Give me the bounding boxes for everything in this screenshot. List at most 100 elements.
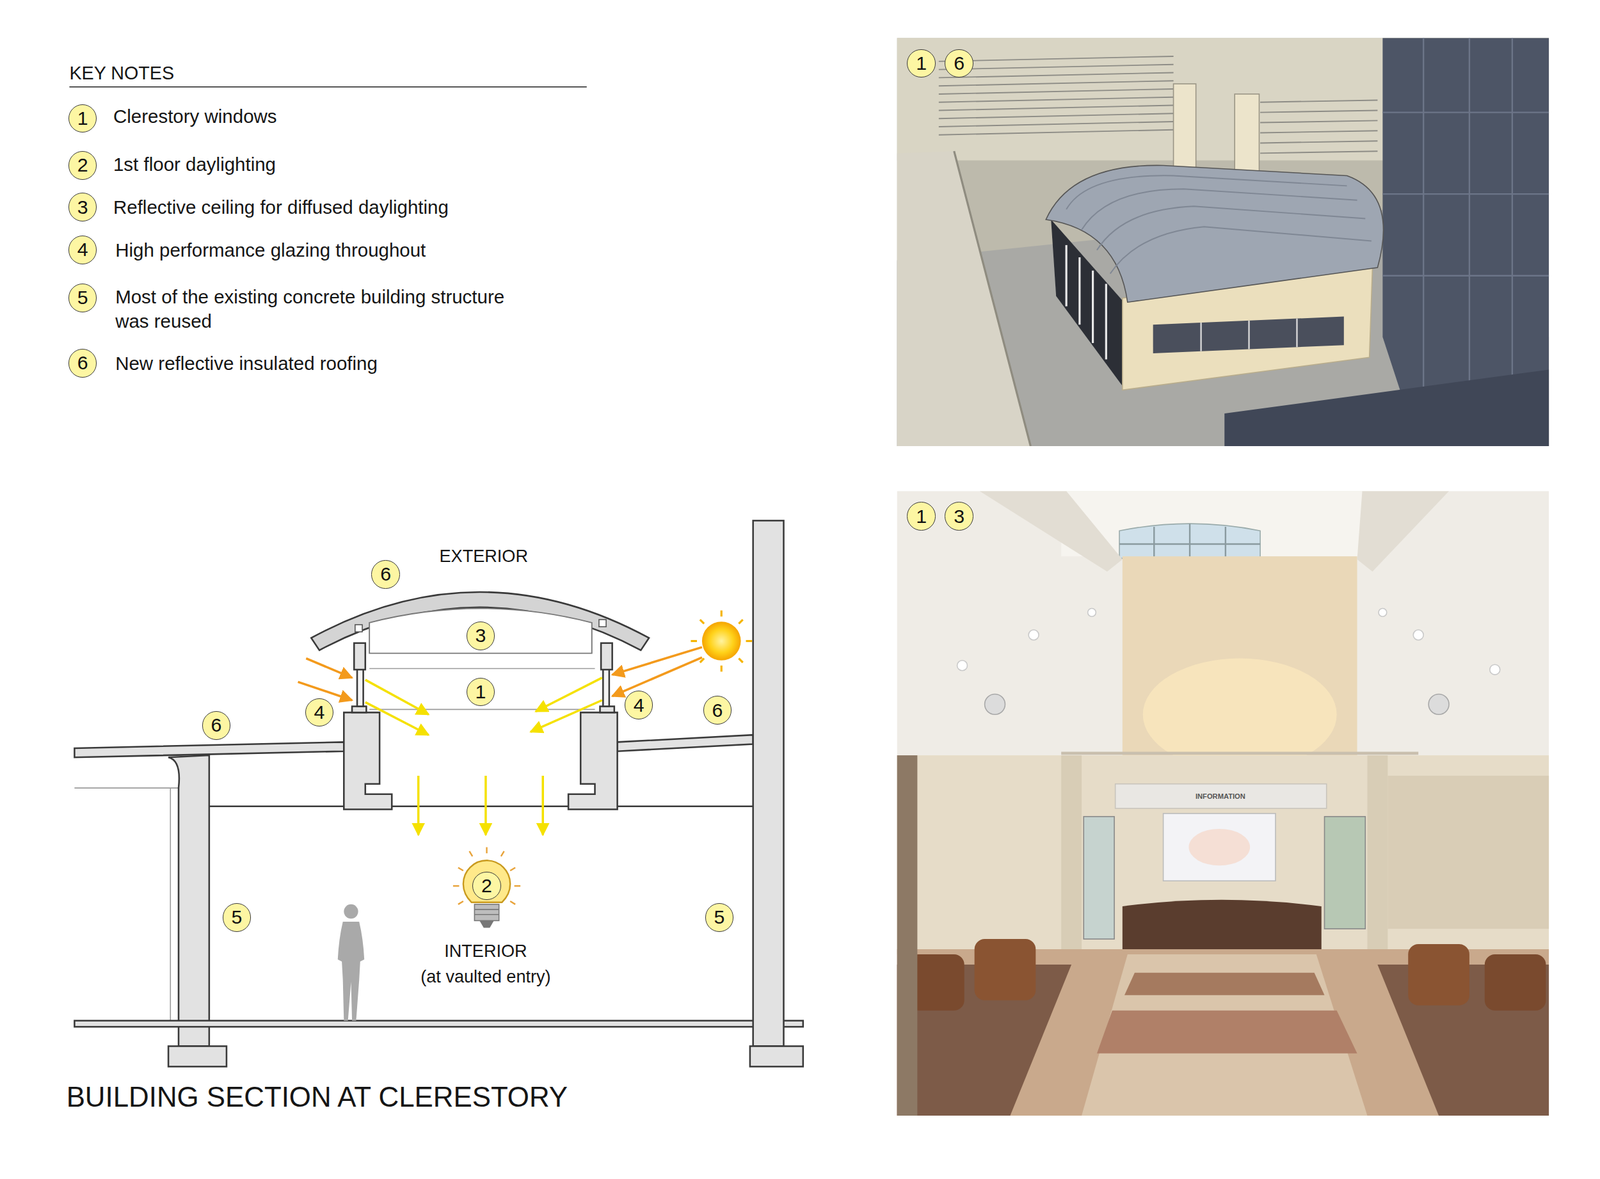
callout-number: 1 [475,682,487,702]
daylight-arrows [298,647,703,835]
callout-number: 4 [314,702,326,722]
louvers [938,129,1174,136]
curtain-wall-grid [1422,37,1424,447]
callout-circle: 2 [68,151,98,180]
callout-number: 2 [481,876,493,896]
callout-circle: 6 [68,348,98,378]
light-bulb [458,867,464,871]
building-section [168,1045,227,1067]
downlights [957,660,968,671]
sun [738,658,743,663]
daylight-arrows [417,775,420,835]
sun [720,610,723,617]
sun [700,619,704,624]
building-section [369,709,595,711]
roof-rendering [896,37,1549,447]
lobby-photo [1096,1010,1358,1054]
building-section [74,1020,803,1028]
building-section [209,805,754,808]
callout-circle: 3 [68,192,98,222]
callout-circle: 6 [371,560,400,589]
building-section [600,643,613,670]
louvers [1260,130,1378,133]
callout-circle: 6 [703,695,733,725]
light-bulb [469,851,473,857]
louvers [938,72,1174,78]
callout-circle: 5 [222,903,252,932]
mullions [1153,526,1155,559]
mullions [1189,523,1191,559]
building-section [568,712,618,809]
roof-seams [1081,188,1357,230]
building-section [753,520,784,1046]
key-note-text: High performance glazing throughout [115,237,426,262]
lobby-photo [979,490,1123,572]
callout-number: 1 [915,53,927,73]
slats [1065,245,1068,307]
callout-number: 2 [77,155,89,175]
curtain-wall-grid [1382,111,1549,113]
sun [690,610,752,672]
light-bulb [453,885,460,887]
louvers [938,113,1174,119]
downlights [1378,608,1387,617]
callout-number: 6 [711,700,723,720]
heading-rule [69,86,587,88]
callout-circle: 4 [624,690,654,720]
callout-number: 4 [633,695,645,715]
annotation: INFORMATION [1195,791,1246,801]
louvers [938,56,1174,62]
lobby-photo [1188,828,1250,866]
light-bulb [453,847,521,905]
lobby-photo [1122,899,1322,955]
downlights [1413,629,1424,640]
key-note-text: New reflective insulated roofing [115,350,378,376]
lobby-photo [1061,752,1419,756]
lobby-photo [1484,954,1547,1011]
callout-number: 5 [231,907,242,927]
light-bulb [458,901,464,905]
louvers [938,121,1174,127]
lobby-photo [1408,944,1470,1006]
callout-circle: 4 [68,235,98,265]
lobby-photo [896,490,1549,1116]
callout-circle: 1 [906,49,936,79]
curtain-wall-grid [1382,193,1549,195]
sun [745,640,752,642]
lobby-photo [896,490,1549,1116]
callout-number: 3 [77,197,89,217]
callout-number: 5 [714,907,726,927]
roof-rendering [896,151,1031,447]
daylight-arrows [298,681,353,701]
callout-number: 4 [77,240,89,260]
downlights [957,608,1501,675]
louvers [1260,110,1378,112]
callout-circle: 1 [68,104,98,134]
callout-circle: 1 [466,677,496,707]
person-silhouette [337,921,365,1021]
building-section [352,706,367,713]
building-section [311,592,649,651]
louvers [1260,151,1378,153]
roof-rendering [896,37,1549,447]
light-bulb [474,913,499,916]
building-section [602,668,610,707]
building-section [357,668,364,707]
mullions [1119,523,1261,559]
louvers [938,56,1378,153]
callout-circle: 6 [944,49,974,79]
daylight-arrows [484,775,488,835]
light-bulb [453,847,521,928]
lobby-photo [1367,755,1388,950]
callout-circle: 4 [305,698,335,728]
vents [984,693,1449,715]
mullions [1224,526,1227,559]
daylight-arrows [535,677,603,712]
light-bulb [501,851,505,857]
callout-number: 6 [953,53,965,73]
roof-rendering [954,151,1032,447]
louvers [938,104,1174,111]
key-note-text: 1st floor daylighting [113,152,276,177]
vents [984,693,1006,715]
